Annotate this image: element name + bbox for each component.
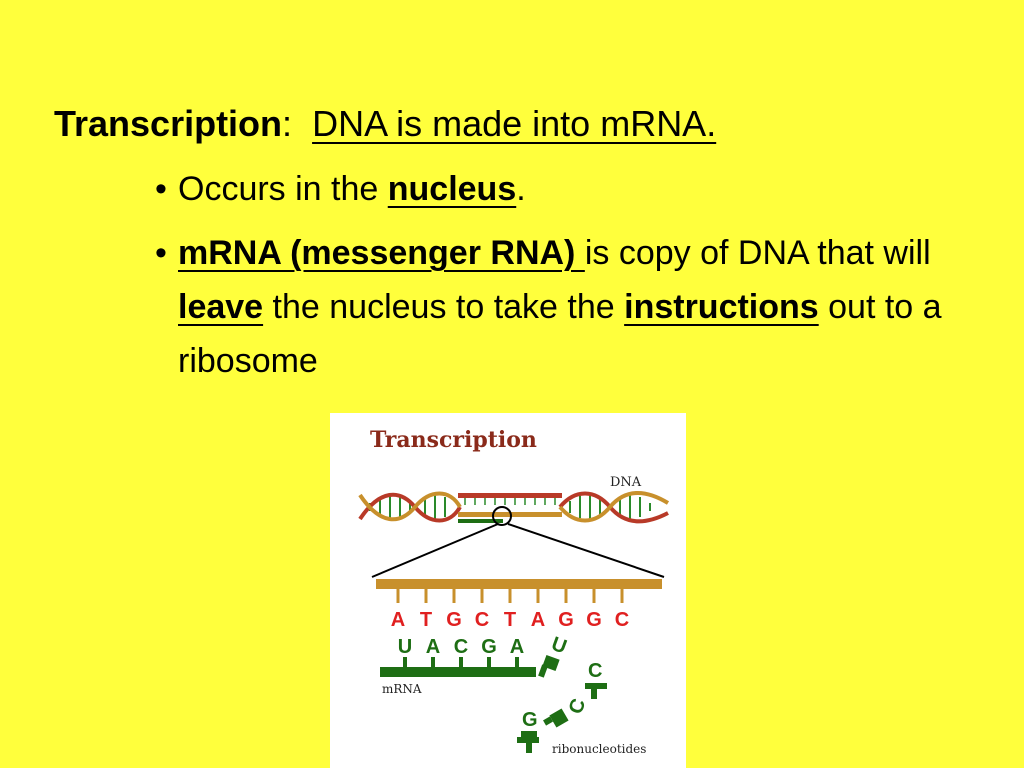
dna-base-letter: G [586,609,602,631]
free-base-letter: U [548,633,569,659]
bullet-bold-instructions: instructions [624,288,819,326]
bullet-bold-nucleus: nucleus [387,170,517,208]
bullet-dot: • [155,170,167,208]
dna-base-letter: T [420,609,432,631]
bullet-text-1: is copy of DNA that will [584,234,931,272]
bullet-text: Occurs in the nucleus. [178,162,1008,216]
bullet-text-pre: Occurs in the [178,170,388,208]
heading-definition: DNA is made into mRNA. [312,103,717,144]
dna-template-strand [376,579,662,603]
dna-base-letter: C [475,609,489,631]
dna-base-letter: C [615,609,629,631]
diagram-title: Transcription [370,427,537,453]
heading-colon: : [282,103,293,144]
mrna-label: mRNA [382,682,422,696]
free-base-letter: C [565,696,591,717]
bullet-bold-leave: leave [178,288,264,326]
dna-base-letter: A [391,609,405,631]
mrna-base-letter: C [454,636,468,658]
dna-helix [358,490,670,526]
free-base-letter: C [588,660,602,682]
transcription-diagram: Transcription DNA [330,413,686,768]
dna-base-letter: G [558,609,574,631]
dna-base-letter: A [531,609,545,631]
bullet-text: mRNA (messenger RNA) is copy of DNA that… [178,226,1008,388]
mrna-base-letter: A [510,636,524,658]
dna-base-letter: G [446,609,462,631]
mrna-base-letter: A [426,636,440,658]
mrna-base-letter: G [481,636,497,658]
transcription-diagram-svg: Transcription DNA [358,427,670,756]
slide-heading: Transcription: DNA is made into mRNA. [54,100,716,148]
free-ribonucleotide-u: U [538,633,569,678]
mrna-base-letter: U [398,636,412,658]
mrna-strand [380,667,536,677]
bullet-bold-mrna: mRNA (messenger RNA) [178,234,585,272]
free-base-letter: G [522,709,538,731]
free-ribonucleotide-c: C [585,660,607,699]
ribonucleotides-label: ribonucleotides [552,742,646,756]
heading-term: Transcription [54,103,283,144]
bullet-dot: • [155,234,167,272]
bullet-text-post: . [516,170,526,208]
free-ribonucleotide-c2: C [543,696,590,728]
bullet-text-2: the nucleus to take the [263,288,625,326]
dna-label: DNA [610,475,642,490]
free-ribonucleotide-g: G [517,709,539,753]
dna-base-letter: T [504,609,516,631]
zoom-circle [492,506,512,526]
bullet-text-3: out to a ribosome [178,288,942,380]
